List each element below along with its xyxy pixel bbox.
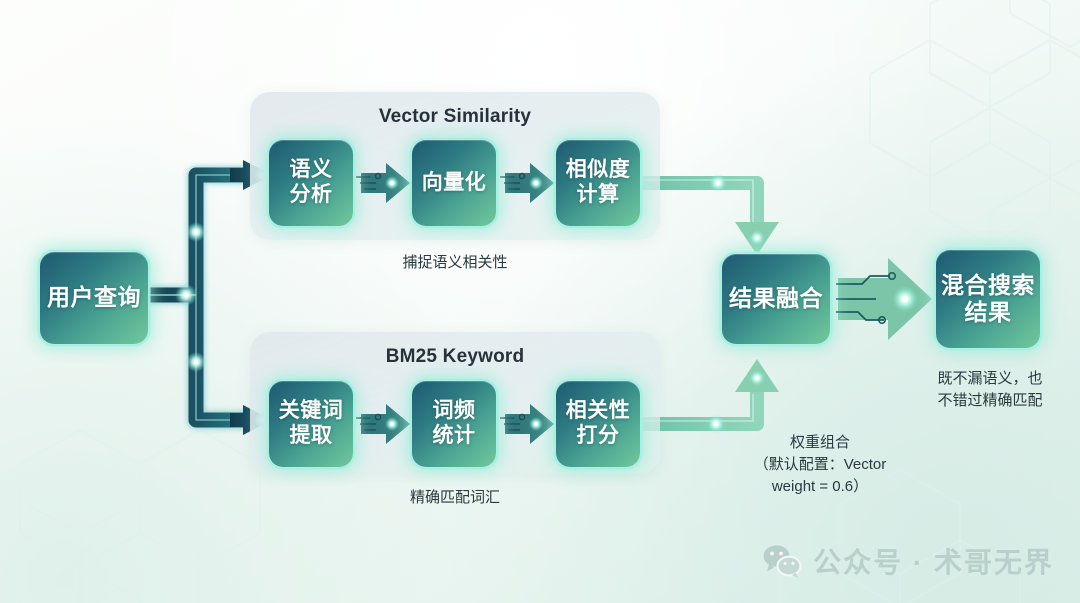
caption-line3: weight = 0.6） (771, 477, 869, 495)
node-label-line2: 统计 (432, 424, 476, 447)
node-label-line1: 向量化 (421, 170, 487, 194)
caption-line2: 不错过精确匹配 (937, 391, 1043, 409)
caption-vector-branch: 捕捉语义相关性 (345, 252, 565, 274)
node-relevance-scoring[interactable]: 相关性 打分 (556, 381, 640, 467)
node-similarity-calculation[interactable]: 相似度 计算 (556, 140, 640, 226)
caption-output-note: 既不漏语义，也 不错过精确匹配 (905, 368, 1075, 412)
node-label-line2: 结果 (964, 299, 1012, 325)
node-label-line1: 词频 (432, 399, 476, 423)
node-label-user-query: 用户查询 (47, 284, 141, 311)
caption-line2: （默认配置：Vector (753, 455, 887, 473)
node-term-frequency[interactable]: 词频 统计 (412, 381, 496, 467)
node-vectorization[interactable]: 向量化 (412, 140, 496, 226)
node-label-line1: 相关性 (565, 399, 631, 423)
caption-text: 精确匹配词汇 (409, 489, 500, 506)
node-user-query[interactable]: 用户查询 (40, 252, 148, 344)
node-label-result-fusion: 结果融合 (729, 285, 823, 312)
caption-bm25-branch: 精确匹配词汇 (345, 487, 565, 509)
node-hybrid-search-result[interactable]: 混合搜索 结果 (936, 250, 1040, 348)
panel-title-bm25: BM25 Keyword (385, 346, 525, 367)
wechat-icon (763, 545, 802, 578)
arrow-fusion-to-output (836, 258, 932, 340)
node-label-line2: 计算 (576, 183, 620, 206)
panel-title-vector: Vector Similarity (378, 106, 532, 127)
caption-weight-combination: 权重组合 （默认配置：Vector weight = 0.6） (685, 432, 955, 497)
node-label-line1: 混合搜索 (941, 271, 1035, 298)
node-label-line1: 相似度 (565, 158, 631, 182)
watermark-text: 公众号 · 术哥无界 (813, 547, 1054, 578)
caption-line1: 既不漏语义，也 (937, 370, 1043, 387)
caption-line1: 权重组合 (789, 434, 850, 451)
node-label-line2: 提取 (289, 424, 333, 447)
node-keyword-extraction[interactable]: 关键词 提取 (269, 381, 353, 467)
node-label-line1: 语义 (289, 158, 333, 182)
watermark: 公众号 · 术哥无界 (762, 541, 1054, 581)
node-label-line2: 分析 (289, 183, 333, 206)
node-result-fusion[interactable]: 结果融合 (722, 254, 830, 344)
node-semantic-analysis[interactable]: 语义 分析 (269, 140, 353, 226)
caption-text: 捕捉语义相关性 (402, 254, 508, 271)
node-label-line2: 打分 (576, 424, 620, 447)
node-label-line1: 关键词 (278, 399, 344, 423)
